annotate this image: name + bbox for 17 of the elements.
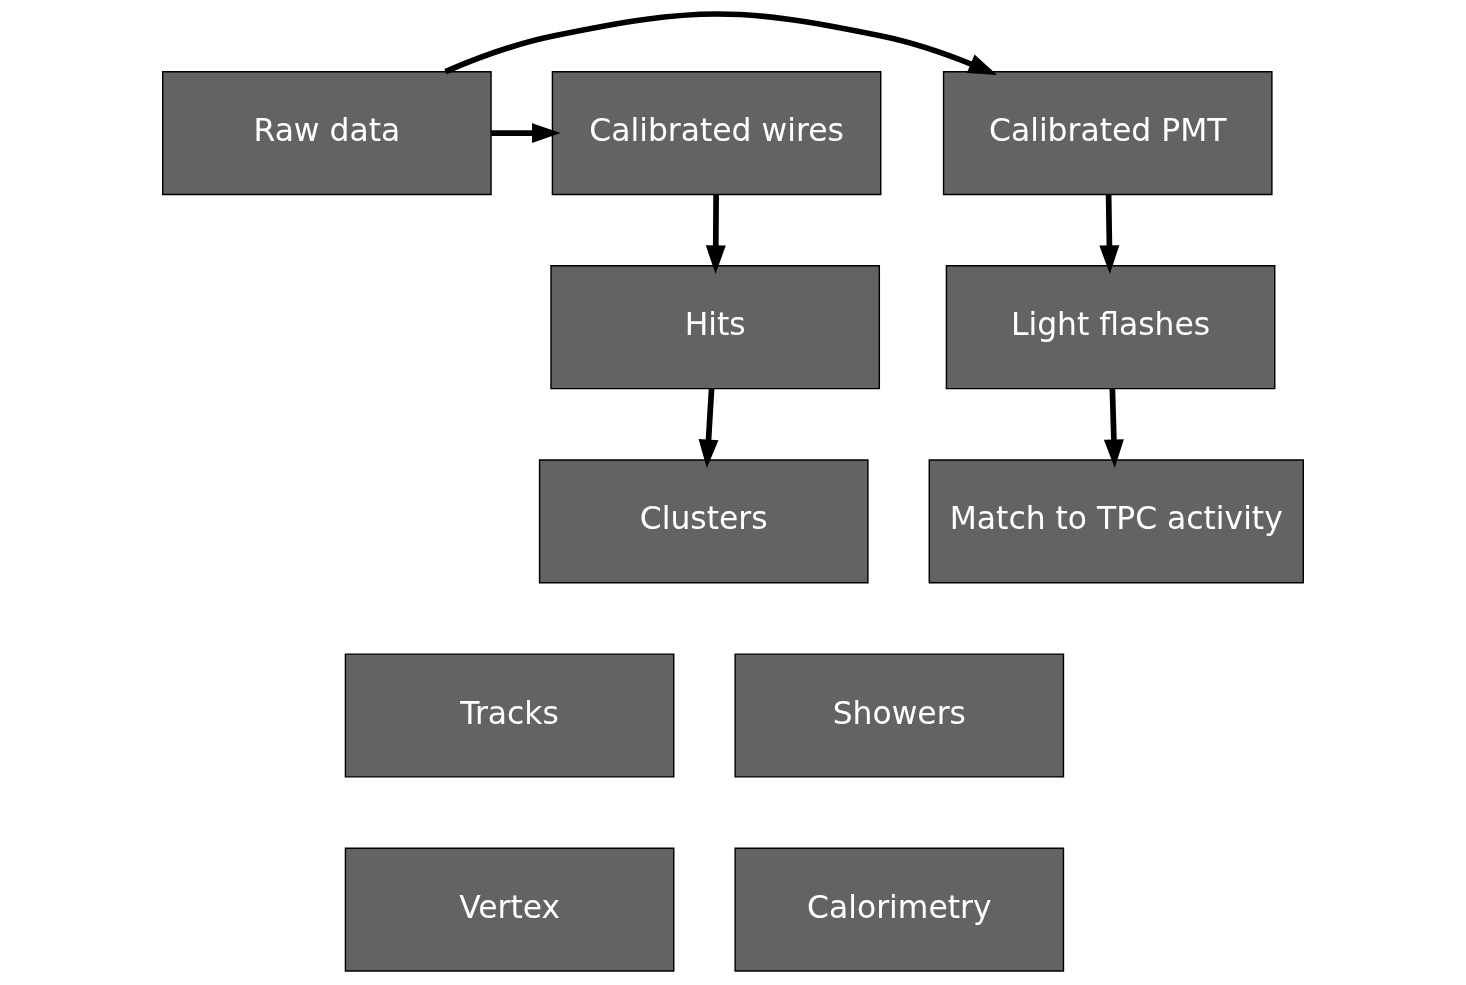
arrow: [705, 194, 726, 274]
node-box: Showers: [734, 653, 1065, 778]
node-box: Clusters: [538, 459, 869, 584]
arrow: [444, 11, 998, 75]
node-box: Calibrated wires: [551, 70, 882, 196]
arrow: [491, 123, 561, 144]
node-box: Hits: [550, 265, 881, 390]
node-box: Calibrated PMT: [942, 70, 1273, 196]
node-box: Raw data: [162, 70, 492, 196]
arrow: [1103, 388, 1124, 469]
node-box: Calorimetry: [734, 847, 1065, 972]
node-box: Tracks: [344, 653, 675, 778]
arrow: [698, 388, 719, 469]
arrow: [1099, 194, 1120, 274]
node-box: Vertex: [344, 847, 675, 972]
node-box: Match to TPC activity: [928, 459, 1304, 584]
node-box: Light flashes: [945, 265, 1276, 390]
